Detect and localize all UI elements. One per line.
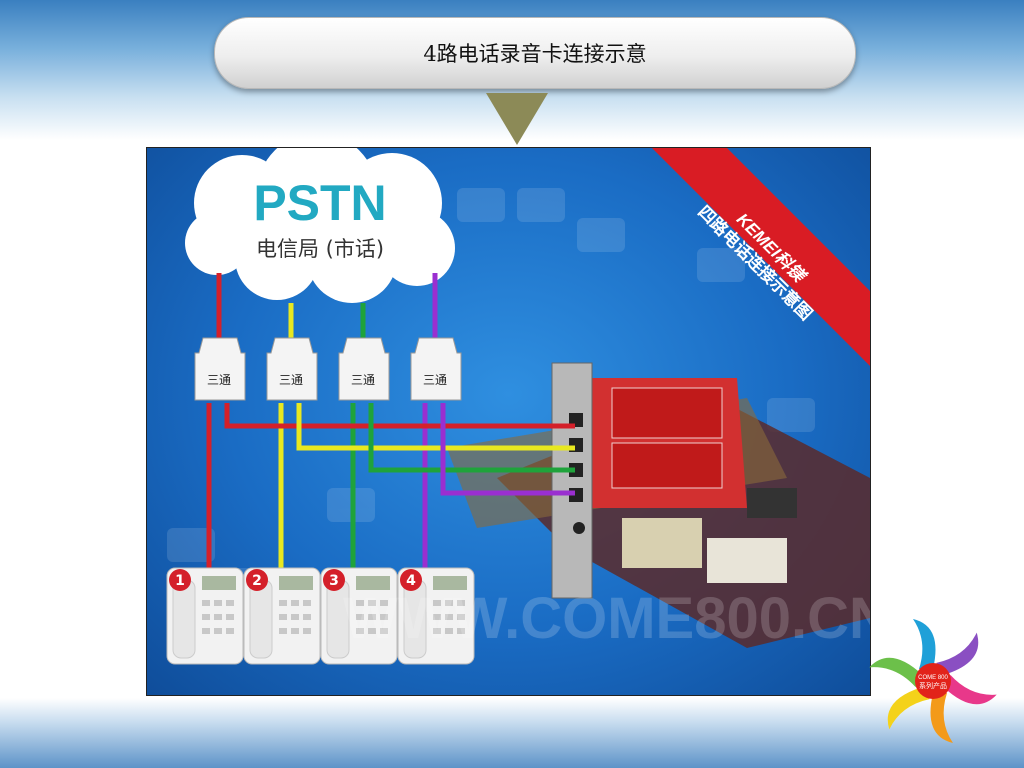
- splitter-2: 三通: [266, 337, 318, 401]
- logo-text-2: 系列产品: [919, 681, 947, 690]
- pstn-cloud: PSTN 电信局 (市话): [185, 148, 455, 303]
- phone-number-badge: 3: [329, 573, 339, 589]
- down-arrow-icon: [486, 93, 548, 145]
- cloud-subtitle: 电信局 (市话): [256, 237, 384, 261]
- title-banner: 4路电话录音卡连接示意: [214, 17, 856, 89]
- phone-2: 2: [243, 567, 321, 665]
- phone-group: 1 2 3: [166, 567, 475, 665]
- logo-graphic: COME 800 系列产品: [869, 619, 997, 743]
- splitter-3: 三通: [338, 337, 390, 401]
- splitter-label: 三通: [423, 373, 447, 387]
- come800-logo: COME 800 系列产品: [868, 616, 998, 746]
- slide-title: 4路电话录音卡连接示意: [423, 42, 647, 66]
- lines-splitters-to-card: [224, 403, 575, 496]
- footer-background: [0, 698, 1024, 768]
- diagram-canvas: PSTN 电信局 (市话) 三通: [166, 148, 870, 665]
- cloud-title: PSTN: [253, 175, 386, 231]
- phone-number-badge: 1: [175, 573, 185, 589]
- phone-3: 3: [320, 567, 398, 665]
- splitter-1: 三通: [194, 337, 246, 401]
- splitter-label: 三通: [351, 373, 375, 387]
- watermark-text: WWW.COME800.CN: [343, 586, 870, 651]
- splitter-label: 三通: [207, 373, 231, 387]
- splitter-4: 三通: [410, 337, 462, 401]
- splitter-group: 三通 三通 三通 三通: [194, 337, 462, 401]
- logo-text-1: COME 800: [918, 675, 948, 681]
- phone-1: 1: [166, 567, 244, 665]
- splitter-label: 三通: [279, 373, 303, 387]
- phone-4: 4: [397, 567, 475, 665]
- corner-banner: KEMEI科镁 四路电话连接示意图: [652, 148, 870, 366]
- phone-number-badge: 4: [406, 573, 416, 589]
- lines-splitters-to-phones: [206, 403, 428, 568]
- lines-cloud-to-splitters: [216, 273, 438, 343]
- connection-diagram: PSTN 电信局 (市话) 三通: [146, 147, 871, 696]
- phone-number-badge: 2: [252, 573, 262, 589]
